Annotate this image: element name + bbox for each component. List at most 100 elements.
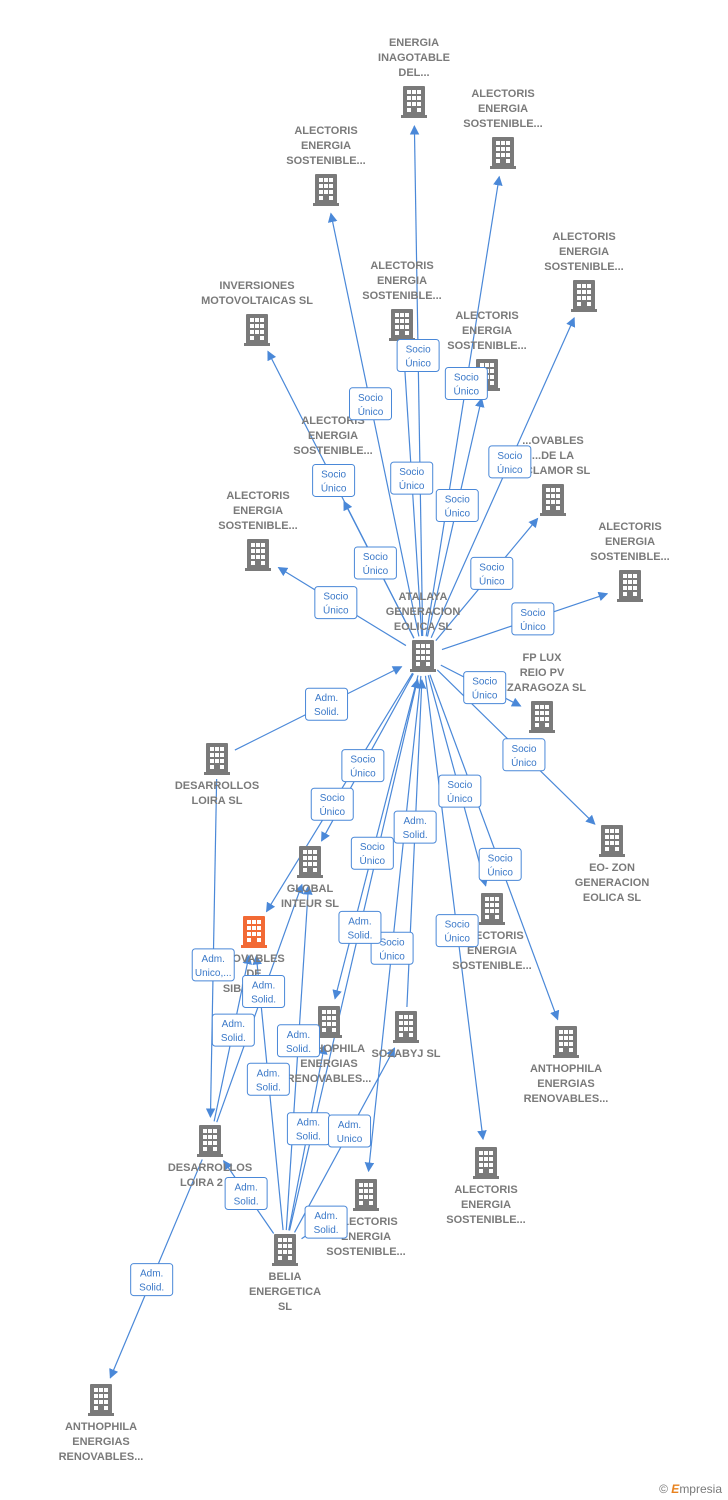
building-icon xyxy=(389,309,415,341)
company-node[interactable]: ANTHOPHILAENERGIASRENOVABLES... xyxy=(59,1384,144,1463)
edge-labels-layer: SocioÚnicoSocioÚnicoSocioÚnicoSocioÚnico… xyxy=(130,338,555,1297)
edge-label-box xyxy=(224,1177,268,1211)
node-label: ALECTORIS xyxy=(294,125,357,137)
company-node[interactable]: ANTHOPHILAENERGIASRENOVABLES... xyxy=(524,1026,609,1105)
edge-label-text: Solid. xyxy=(314,707,339,718)
relation-edge xyxy=(285,884,313,1231)
company-node[interactable]: SOZABYJ SL xyxy=(371,1011,441,1060)
company-node[interactable]: ALECTORISENERGIASOSTENIBLE... xyxy=(447,310,527,391)
edge-label-text: Unico,... xyxy=(195,968,232,979)
node-label: EO- ZON xyxy=(589,862,635,874)
edge-label[interactable]: Adm.Solid. xyxy=(304,1205,348,1239)
edge-label-text: Único xyxy=(447,792,473,805)
node-label: ATALAYA xyxy=(399,591,448,603)
node-label: EOLICA SL xyxy=(394,621,453,633)
edge-label-text: Socio xyxy=(511,744,536,755)
edge-label-text: Adm. xyxy=(314,1211,337,1222)
node-label: SOSTENIBLE... xyxy=(362,290,441,302)
edge-label[interactable]: Adm.Unico,... xyxy=(191,948,235,982)
node-label: ENERGIA xyxy=(478,103,528,115)
edge-label[interactable]: Adm.Solid. xyxy=(305,687,349,721)
edge-label-box xyxy=(511,602,555,636)
company-node[interactable]: ALECTORISENERGIASOSTENIBLE... xyxy=(218,490,298,571)
company-node[interactable]: ENERGIAINAGOTABLEDEL... xyxy=(378,37,450,118)
company-node[interactable]: ALECTORISENERGIASOSTENIBLE... xyxy=(293,415,373,496)
edge-label-text: Socio xyxy=(454,372,479,383)
edge-label[interactable]: Adm.Solid. xyxy=(246,1062,290,1096)
edge-label[interactable]: Adm.Solid. xyxy=(393,810,437,844)
node-label: GENERACION xyxy=(386,606,461,618)
edge-label-text: Solid. xyxy=(251,995,276,1006)
node-label: SOSTENIBLE... xyxy=(544,261,623,273)
node-label: SOSTENIBLE... xyxy=(463,118,542,130)
building-icon xyxy=(297,846,323,878)
node-label: SOSTENIBLE... xyxy=(293,445,372,457)
edge-label[interactable]: Adm.Solid. xyxy=(286,1112,330,1146)
relation-edge xyxy=(327,212,420,637)
edge-label-text: Socio xyxy=(399,467,424,478)
company-node[interactable]: ATALAYA GENERACION EOLICA SL xyxy=(386,591,461,672)
node-label: ENERGIA xyxy=(461,1199,511,1211)
company-node[interactable]: ALECTORISENERGIASOSTENIBLE... xyxy=(326,1179,406,1258)
edge-label-text: Único xyxy=(479,574,505,587)
edge-label-text: Socio xyxy=(479,562,504,573)
company-node[interactable]: ALECTORISENERGIASOSTENIBLE... xyxy=(463,88,543,169)
node-label: ANTHOPHILA xyxy=(530,1063,602,1075)
edge-label[interactable]: Adm.Solid. xyxy=(130,1263,174,1297)
edge-label-text: Único xyxy=(363,564,389,577)
edge-label[interactable]: Adm.Solid. xyxy=(242,975,286,1009)
edge-label-text: Solid. xyxy=(286,1044,311,1055)
edge-label-box xyxy=(305,687,349,721)
company-node[interactable]: ALECTORISENERGIASOSTENIBLE... xyxy=(544,231,624,312)
company-node[interactable]: ...OVABLES...DE LA...CLAMOR SL xyxy=(516,435,591,516)
node-label: RENOVABLES... xyxy=(59,1451,144,1463)
company-node[interactable]: ALECTORISENERGIASOSTENIBLE... xyxy=(590,521,670,602)
edge-label-text: Socio xyxy=(488,853,513,864)
node-label: ANTHOPHILA xyxy=(65,1421,137,1433)
edge-label[interactable]: Adm.Solid. xyxy=(211,1013,255,1047)
edge-label[interactable]: Adm.Solid. xyxy=(276,1024,320,1058)
brand-name: mpresia xyxy=(679,1482,722,1496)
edge-label-text: Socio xyxy=(445,920,470,931)
node-label: EOLICA SL xyxy=(583,892,642,904)
edge-label-text: Socio xyxy=(472,677,497,688)
edge-label-text: Socio xyxy=(321,469,346,480)
company-node[interactable]: ALECTORISENERGIASOSTENIBLE... xyxy=(286,125,366,206)
edge-label[interactable]: Adm.Unico xyxy=(328,1114,372,1148)
edge-label-text: Solid. xyxy=(347,930,372,941)
edge-label[interactable]: Adm.Solid. xyxy=(338,910,382,944)
company-node[interactable]: ALECTORISENERGIASOSTENIBLE... xyxy=(362,260,442,341)
edge-label-box xyxy=(435,489,479,523)
node-label: ENERGIA xyxy=(462,325,512,337)
company-node[interactable]: ALECTORISENERGIASOSTENIBLE... xyxy=(446,1147,526,1226)
edge-label-text: Socio xyxy=(445,495,470,506)
edge-label[interactable]: Adm.Solid. xyxy=(224,1177,268,1211)
edge-label-box xyxy=(341,749,385,783)
